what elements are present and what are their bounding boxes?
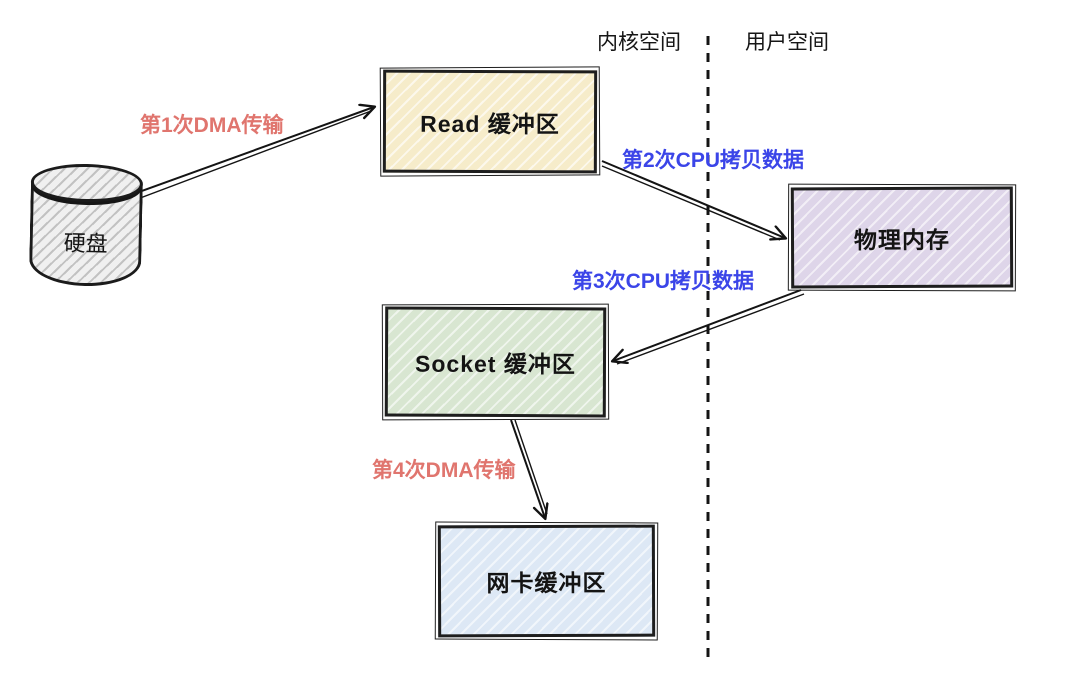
node-socket-buffer: Socket 缓冲区 xyxy=(384,306,607,418)
edge-label-cpu-copy-2: 第2次CPU拷贝数据 xyxy=(622,149,805,172)
arrow-dma-4 xyxy=(510,419,547,518)
socket-buffer-label: Socket 缓冲区 xyxy=(415,350,576,378)
read-buffer-label: Read 缓冲区 xyxy=(420,110,560,137)
node-physical-memory: 物理内存 xyxy=(790,186,1014,289)
edge-label-cpu-copy-3: 第3次CPU拷贝数据 xyxy=(572,270,755,293)
physical-memory-label: 物理内存 xyxy=(853,226,951,253)
kernel-space-label: 内核空间 xyxy=(597,31,681,54)
node-read-buffer: Read 缓冲区 xyxy=(382,69,598,174)
hard-disk-label: 硬盘 xyxy=(63,230,108,257)
user-space-label: 用户空间 xyxy=(745,31,829,54)
node-nic-buffer: 网卡缓冲区 xyxy=(437,524,656,638)
edge-label-dma-4: 第4次DMA传输 xyxy=(372,459,516,482)
arrow-cpu-copy-3 xyxy=(613,289,805,365)
nic-buffer-label: 网卡缓冲区 xyxy=(486,569,607,597)
node-hard-disk: 硬盘 xyxy=(28,162,144,289)
edge-label-dma-1: 第1次DMA传输 xyxy=(140,114,284,137)
